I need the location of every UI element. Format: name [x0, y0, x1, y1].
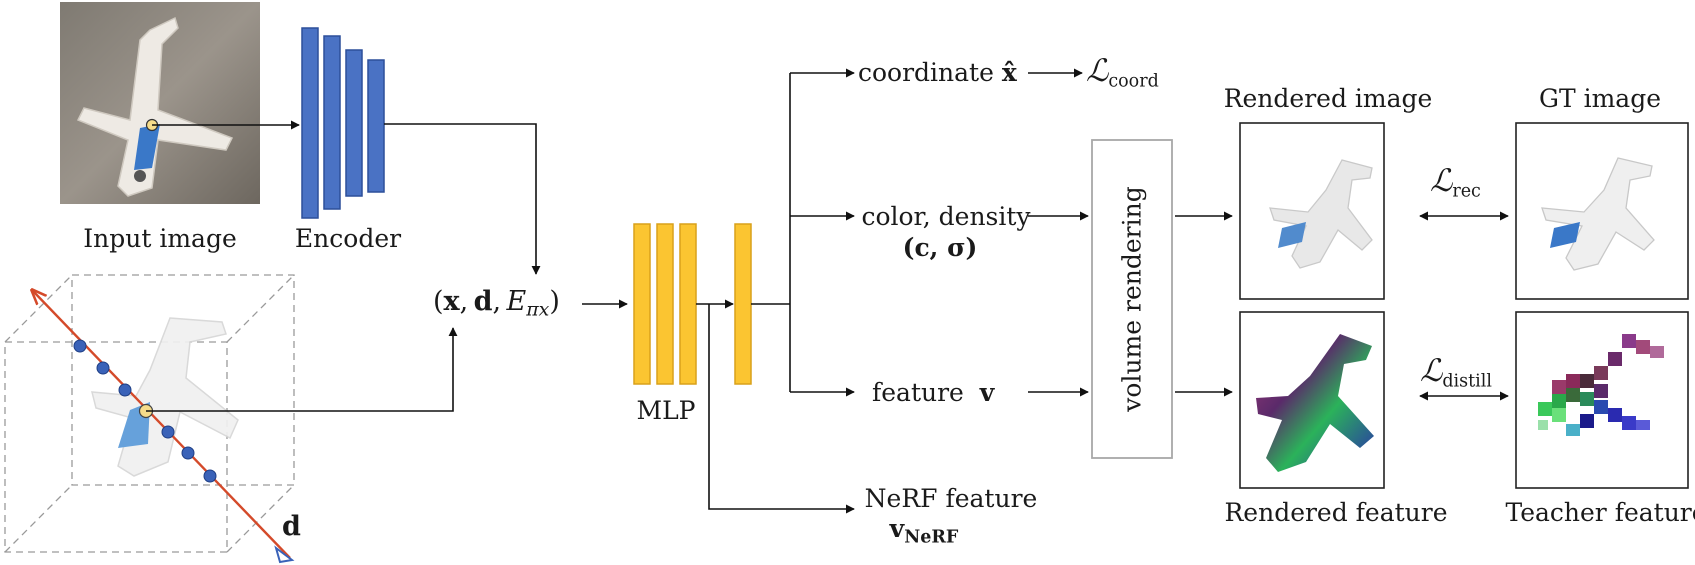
- rendered-feature-title: Rendered feature: [1224, 498, 1448, 527]
- arrow-to-nerf-feature: [708, 304, 855, 514]
- airplane-rendered-icon: [1269, 159, 1373, 269]
- loss-distill-label: ℒdistill: [1420, 353, 1492, 392]
- color-density-symbols: (c, σ): [902, 233, 978, 262]
- arrow-ray-to-input: [146, 327, 458, 412]
- teacher-feature-pixelated-icon: [1538, 334, 1664, 436]
- input-tuple-label: (x, d, Eπx): [433, 286, 560, 321]
- airplane-gt-icon: [1541, 157, 1655, 271]
- teacher-feature-panel: [1515, 311, 1689, 489]
- volume-rendering-label: volume rendering: [1117, 186, 1147, 412]
- ray-sampling-box: [4, 274, 295, 564]
- ray-line: [32, 290, 291, 559]
- rendered-feature-panel: [1239, 311, 1385, 489]
- mlp-block: [633, 223, 752, 385]
- nerf-feature-symbol: vNeRF: [889, 514, 959, 548]
- airplane-photo-icon: [76, 16, 234, 197]
- input-image-label: Input image: [83, 224, 237, 253]
- nerf-feature-label: NeRF feature: [864, 484, 1038, 513]
- feature-label: feature v: [872, 378, 995, 407]
- coordinate-label: coordinate x̂: [858, 58, 1017, 87]
- input-image-photo: [60, 2, 260, 204]
- volume-rendering-box: [1091, 139, 1173, 459]
- camera-direction-icon: [274, 545, 295, 564]
- gt-image-panel: [1515, 122, 1689, 300]
- feature-airplane-icon: [1256, 334, 1374, 472]
- gt-image-title: GT image: [1539, 84, 1661, 113]
- rendered-image-panel: [1239, 122, 1385, 300]
- encoder-block: [301, 27, 385, 219]
- arrow-encoder-to-input: [384, 123, 541, 275]
- rendered-image-title: Rendered image: [1223, 84, 1433, 113]
- encoder-label: Encoder: [294, 224, 402, 253]
- teacher-feature-title: Teacher feature: [1505, 498, 1695, 527]
- color-density-label: color, density: [861, 202, 1031, 231]
- ray-sample-points: [73, 339, 217, 483]
- loss-rec-label: ℒrec: [1430, 163, 1481, 202]
- ray-direction-label: d: [282, 511, 301, 542]
- mlp-label: MLP: [636, 396, 696, 425]
- loss-coord-label: ℒcoord: [1086, 53, 1159, 92]
